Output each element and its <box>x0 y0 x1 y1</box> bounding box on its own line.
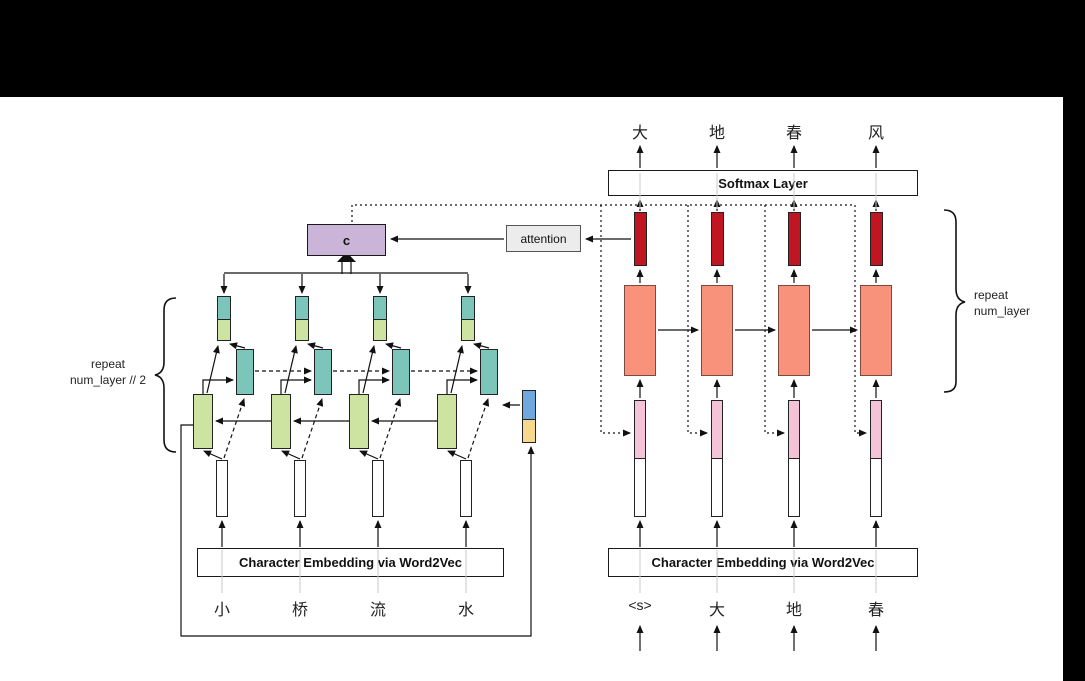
decoder-output-bar <box>711 212 724 266</box>
decoder-input-bar-white-half <box>789 459 799 516</box>
decoder-hidden-block <box>778 285 810 376</box>
decoder-hidden-block <box>701 285 733 376</box>
encoder-embedding-box: Character Embedding via Word2Vec <box>197 548 504 577</box>
context-vector-label: c <box>342 232 351 248</box>
encoder-input-char: 桥 <box>291 602 308 619</box>
encoder-forward-rnn-box <box>314 349 332 395</box>
encoder-input-bar <box>216 460 228 517</box>
decoder-repeat-line1: repeat <box>974 288 1009 302</box>
decoder-input-char: 大 <box>708 602 725 619</box>
encoder-input-bar <box>372 460 384 517</box>
right-brace <box>943 209 966 393</box>
decoder-output-bar <box>870 212 883 266</box>
encoder-input-char: 水 <box>457 602 474 619</box>
decoder-output-char: 地 <box>708 125 725 142</box>
encoder-state-stack <box>295 296 309 341</box>
decoder-input-char: <s> <box>628 597 652 613</box>
encoder-state-backward-half <box>296 320 308 340</box>
encoder-state-backward-half <box>374 320 386 340</box>
context-vector-box: c <box>307 224 386 256</box>
encoder-state-stack <box>461 296 475 341</box>
decoder-input-bar <box>870 400 882 517</box>
encoder-input-bar <box>460 460 472 517</box>
decoder-input-bar <box>634 400 646 517</box>
encoder-state-forward-half <box>374 297 386 320</box>
decoder-embedding-label: Character Embedding via Word2Vec <box>651 555 875 570</box>
carry-state-stack <box>522 390 536 443</box>
decoder-output-char: 春 <box>785 125 802 142</box>
encoder-forward-rnn-box <box>236 349 254 395</box>
encoder-embedding-label: Character Embedding via Word2Vec <box>239 555 462 570</box>
decoder-output-bar <box>788 212 801 266</box>
attention-label: attention <box>520 231 567 246</box>
decoder-input-char: 春 <box>867 602 884 619</box>
decoder-input-bar-white-half <box>871 459 881 516</box>
decoder-input-bar <box>788 400 800 517</box>
softmax-box: Softmax Layer <box>608 170 918 196</box>
carry-state-blue-half <box>523 391 535 420</box>
encoder-backward-rnn-box <box>437 394 457 449</box>
decoder-hidden-block <box>860 285 892 376</box>
encoder-state-backward-half <box>462 320 474 340</box>
decoder-input-bar-pink-half <box>789 401 799 459</box>
encoder-input-char: 流 <box>369 602 386 619</box>
encoder-state-stack <box>217 296 231 341</box>
encoder-input-char: 小 <box>213 602 230 619</box>
encoder-repeat-label: repeat num_layer // 2 <box>58 356 158 388</box>
carry-state-yellow-half <box>523 420 535 442</box>
decoder-repeat-label: repeat num_layer <box>974 287 1030 319</box>
decoder-input-bar-pink-half <box>871 401 881 459</box>
encoder-input-bar <box>294 460 306 517</box>
decoder-input-char: 地 <box>785 602 802 619</box>
decoder-input-bar <box>711 400 723 517</box>
decoder-repeat-line2: num_layer <box>974 304 1031 319</box>
top-letterbox-bar <box>0 0 1085 97</box>
decoder-output-char: 大 <box>631 125 648 142</box>
encoder-state-backward-half <box>218 320 230 340</box>
encoder-backward-rnn-box <box>349 394 369 449</box>
encoder-forward-rnn-box <box>480 349 498 395</box>
encoder-repeat-line1: repeat <box>90 357 126 371</box>
encoder-backward-rnn-box <box>271 394 291 449</box>
decoder-output-char: 风 <box>867 125 884 142</box>
encoder-state-forward-half <box>296 297 308 320</box>
encoder-state-forward-half <box>218 297 230 320</box>
decoder-hidden-block <box>624 285 656 376</box>
encoder-state-forward-half <box>462 297 474 320</box>
decoder-input-bar-pink-half <box>712 401 722 459</box>
left-brace <box>154 297 177 453</box>
attention-box: attention <box>506 225 581 252</box>
right-letterbox-bar <box>1063 0 1085 681</box>
decoder-input-bar-white-half <box>635 459 645 516</box>
decoder-input-bar-pink-half <box>635 401 645 459</box>
encoder-backward-rnn-box <box>193 394 213 449</box>
decoder-input-bar-white-half <box>712 459 722 516</box>
encoder-state-stack <box>373 296 387 341</box>
encoder-repeat-line2: num_layer // 2 <box>69 373 147 388</box>
softmax-label: Softmax Layer <box>718 175 808 191</box>
encoder-forward-rnn-box <box>392 349 410 395</box>
decoder-embedding-box: Character Embedding via Word2Vec <box>608 548 918 577</box>
decoder-output-bar <box>634 212 647 266</box>
